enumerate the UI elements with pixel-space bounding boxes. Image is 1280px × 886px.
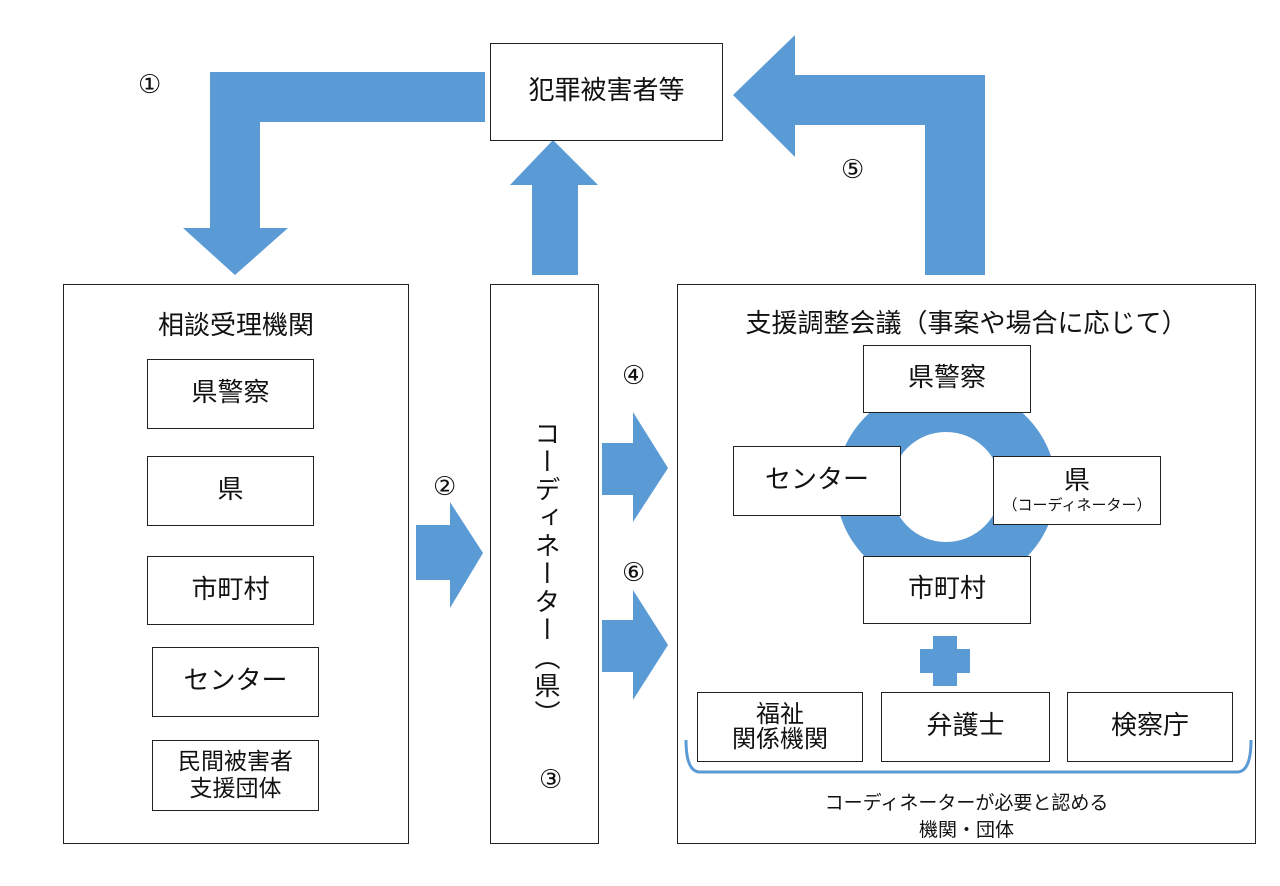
arrow-6 [602, 590, 668, 700]
ring-left-label: センター [764, 465, 869, 496]
extra-label: 検察庁 [1110, 711, 1189, 742]
arrow-2 [416, 502, 483, 608]
intake-title: 相談受理機関 [157, 311, 314, 341]
step-5: ⑤ [841, 155, 865, 185]
extra-box: 福祉 関係機関 [697, 692, 863, 762]
intake-item: 市町村 [147, 556, 314, 625]
brace [684, 739, 1253, 774]
arrow-4 [602, 412, 668, 522]
extra-box: 弁護士 [881, 692, 1050, 762]
intake-panel [63, 284, 409, 844]
ring [836, 383, 1057, 591]
intake-item: センター [152, 647, 319, 717]
coordinator-panel [490, 284, 599, 844]
ring-bottom-label: 市町村 [907, 574, 986, 605]
ring-top-box: 県警察 [863, 345, 1031, 413]
intake-item-label: 市町村 [191, 574, 270, 605]
victims-label: 犯罪被害者等 [528, 76, 685, 107]
step-1: ① [138, 70, 162, 100]
arrow-1 [183, 72, 485, 275]
intake-item: 民間被害者 支援団体 [152, 740, 319, 811]
ring-left-box: センター [733, 446, 901, 516]
ring-right-box: 県（コーディネーター） [993, 456, 1161, 525]
arrow-up-to-victims [510, 140, 598, 275]
intake-item-label: センター [183, 666, 288, 697]
caption-line-1: コーディネーターが必要と認める [824, 792, 1109, 814]
intake-item-label: 県 [217, 475, 244, 506]
step-6: ⑥ [622, 558, 646, 588]
ring-right-label: 県 [1063, 465, 1090, 496]
coordinator-label: コーディネーター（県） [530, 420, 560, 728]
extra-box: 検察庁 [1067, 692, 1233, 762]
victims-box: 犯罪被害者等 [490, 43, 723, 141]
caption-line-2: 機関・団体 [918, 819, 1014, 841]
ring-right-sublabel: （コーディネーター） [1002, 495, 1152, 514]
extra-label: 福祉 関係機関 [732, 699, 828, 753]
ring-bottom-box: 市町村 [863, 556, 1031, 624]
arrow-5 [733, 35, 985, 275]
intake-item-label: 県警察 [191, 378, 270, 409]
step-4: ④ [622, 361, 646, 391]
intake-item-label: 民間被害者 支援団体 [178, 749, 293, 802]
meeting-panel [677, 284, 1256, 844]
ring-top-label: 県警察 [907, 363, 986, 394]
meeting-title: 支援調整会議（事案や場合に応じて） [745, 309, 1188, 339]
intake-item: 県警察 [147, 359, 314, 429]
plus-icon [920, 636, 970, 686]
extra-label: 弁護士 [926, 711, 1005, 742]
step-2: ② [433, 472, 457, 502]
step-3: ③ [539, 765, 563, 795]
intake-item: 県 [147, 456, 314, 526]
